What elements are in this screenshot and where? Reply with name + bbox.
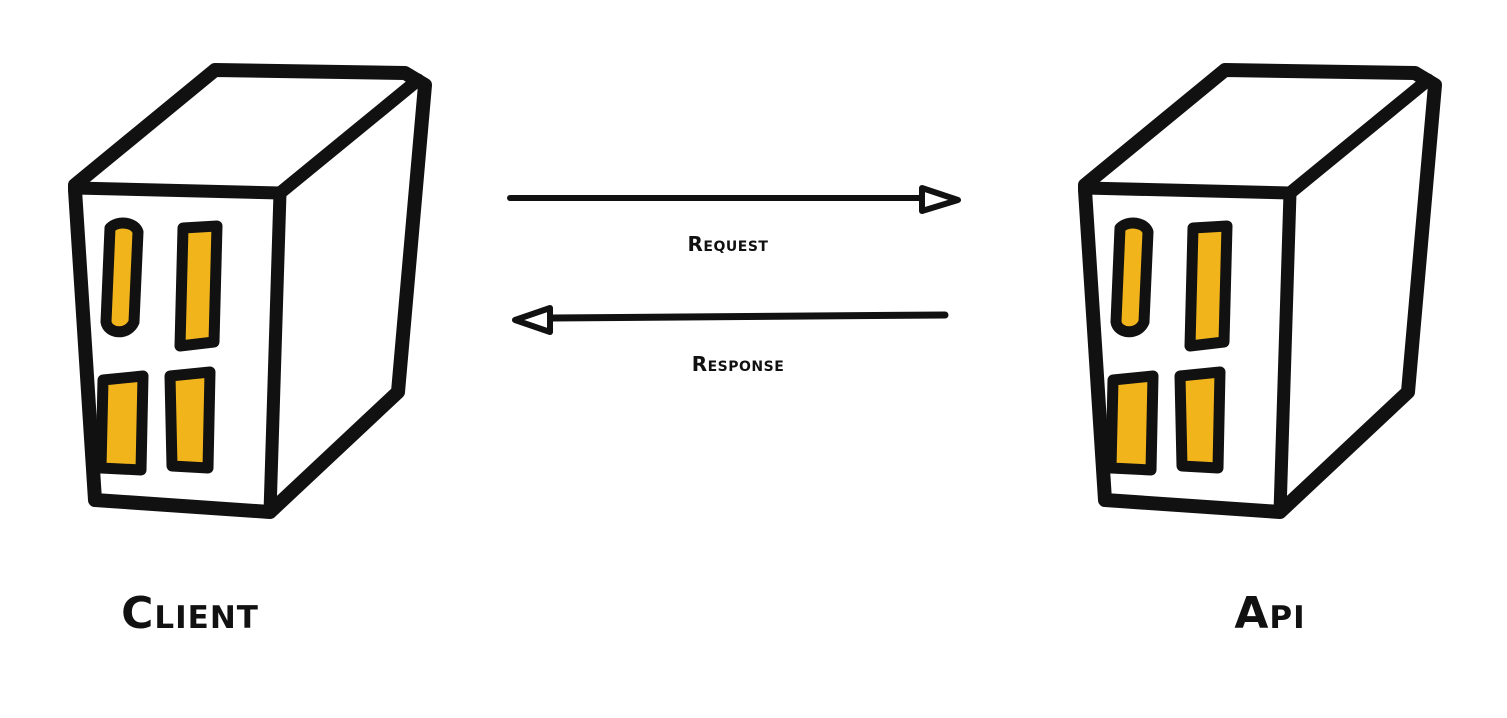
api-server-icon [1085, 70, 1435, 512]
response-arrow [512, 305, 949, 335]
response-label: Response [691, 352, 785, 376]
client-label: Client [121, 588, 259, 639]
request-label: Request [687, 232, 769, 256]
request-arrow [507, 185, 961, 214]
api-label: Api [1234, 588, 1306, 639]
client-server-icon [75, 70, 425, 512]
